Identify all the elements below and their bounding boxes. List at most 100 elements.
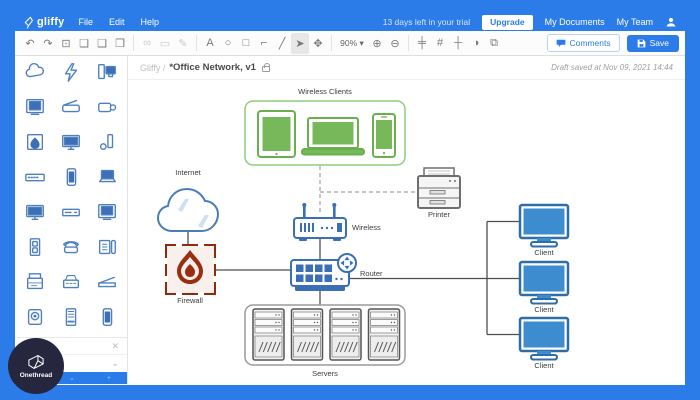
text-tool-button[interactable]: A [206,37,214,49]
node-wireless-clients[interactable]: Wireless Clients [244,87,406,166]
document-title[interactable]: *Office Network, v1 [169,62,256,73]
shape-firewall-icon[interactable] [17,130,53,154]
laptop-icon[interactable] [301,117,365,156]
node-client-1[interactable]: Client [518,203,570,257]
shape-camcorder-icon[interactable] [89,95,125,119]
rectangle-tool-button[interactable]: □ [242,37,250,49]
comments-label: Comments [569,38,611,48]
shape-desktop-computer-icon[interactable] [89,60,125,84]
my-team-link[interactable]: My Team [616,17,653,27]
ruler-button[interactable]: ╪ [418,37,426,49]
footer-dot[interactable]: ⌄ [68,375,75,382]
lock-icon [261,63,270,72]
connector-tool-button[interactable]: ⌐ [260,37,268,49]
router-label: Router [360,269,383,278]
duplicate-button[interactable]: ❏ [79,37,89,50]
toolbar-divider [331,35,332,51]
shape-rotary-phone-icon[interactable] [53,235,89,259]
ungroup-button[interactable]: ❒ [115,37,125,50]
undo-button[interactable]: ↶ [25,37,35,50]
server-tower-icon[interactable] [329,308,362,361]
shape-flatbed-scanner-icon[interactable] [89,270,125,294]
firewall-brick-notches [164,243,217,296]
theme-button[interactable]: ◑ [472,37,480,49]
drawing-canvas-area: Gliffy / *Office Network, v1 Draft saved… [128,56,685,384]
toolbar-divider [133,35,134,51]
zoom-out-button[interactable]: ⊖ [390,37,400,50]
shape-laptop-icon[interactable] [89,165,125,189]
connector-lines[interactable] [187,220,520,336]
snap-button[interactable]: ┼ [454,37,462,49]
close-icon[interactable]: ✕ [111,340,119,351]
client-branch-lines[interactable] [487,220,520,336]
select-tool-button[interactable]: ➤ [291,32,309,54]
network-diagram: Wireless Clients [156,87,570,378]
node-internet[interactable]: Internet [156,168,220,232]
shape-power-outlet-icon[interactable] [17,235,53,259]
comments-button[interactable]: Comments [546,34,620,52]
dashed-wireless-links[interactable] [319,166,418,213]
zoom-level-button[interactable]: 90% ▾ [340,37,364,48]
node-servers[interactable]: Servers [244,304,406,378]
redo-button[interactable]: ↷ [43,37,53,50]
upgrade-button[interactable]: Upgrade [482,14,533,30]
line-tool-button[interactable]: ╱ [278,37,286,50]
shape-computer-tower-icon[interactable] [53,305,89,329]
layers-button[interactable]: ⧉ [490,36,498,49]
snapshot-button[interactable]: ⊡ [61,37,71,50]
shape-crt-monitor-icon[interactable] [89,200,125,224]
shape-game-console-icon[interactable] [89,130,125,154]
shape-crt-monitor-icon[interactable] [17,95,53,119]
user-icon[interactable] [665,16,677,28]
shape-monitor-icon[interactable] [17,200,53,224]
shape-desk-phone-icon[interactable] [89,235,125,259]
node-client-2[interactable]: Client [518,260,570,314]
shape-scanner-icon[interactable] [53,95,89,119]
save-button[interactable]: Save [626,34,679,52]
shape-cloud-icon[interactable] [17,60,53,84]
node-firewall[interactable]: Firewall [164,243,217,305]
smartphone-icon[interactable] [372,113,396,158]
link-button: ∞ [143,37,151,49]
group-button[interactable]: ❑ [97,37,107,50]
onethread-watermark-text: Onethread [19,372,53,379]
my-documents-link[interactable]: My Documents [544,17,605,27]
menu-file[interactable]: File [78,17,93,27]
library-panel-more[interactable]: ⌄ [15,355,127,372]
server-tower-icon[interactable] [290,308,324,361]
wireless-clients-label: Wireless Clients [298,87,352,96]
footer-dot[interactable]: + [106,374,111,382]
pan-tool-button[interactable]: ✥ [313,37,323,50]
menu-edit[interactable]: Edit [109,17,125,27]
shape-smartphone-icon[interactable] [89,305,125,329]
shape-cash-register-icon[interactable] [53,270,89,294]
server-tower-icon[interactable] [367,308,401,361]
node-router[interactable]: Router [290,253,383,291]
shape-modem-icon[interactable] [53,200,89,224]
client-label: Client [534,248,554,257]
cloud-shine [198,215,209,228]
node-printer[interactable]: Printer [417,167,461,219]
chevron-down-icon[interactable]: ⌄ [111,358,119,368]
shape-monitor-icon[interactable] [53,130,89,154]
zoom-in-button[interactable]: ⊕ [372,37,382,50]
gliffy-logo[interactable]: gliffy [23,16,64,29]
internet-label: Internet [175,168,201,177]
breadcrumb[interactable]: Gliffy / [140,62,166,73]
diagram-canvas[interactable]: Wireless Clients [128,80,685,384]
server-tower-icon[interactable] [252,308,285,361]
toolbar-divider [408,35,409,51]
node-wireless[interactable]: Wireless [293,203,381,241]
ellipse-tool-button[interactable]: ○ [224,37,232,49]
menu-items: File Edit Help [78,17,159,27]
shape-lightning-bolt-icon[interactable] [53,60,89,84]
shape-network-switch-icon[interactable] [17,165,53,189]
shape-webcam-icon[interactable] [17,305,53,329]
document-header: Gliffy / *Office Network, v1 Draft saved… [128,56,685,80]
shape-smartphone-icon[interactable] [53,165,89,189]
menu-help[interactable]: Help [140,17,160,27]
grid-button[interactable]: # [436,37,444,49]
shape-printer-icon[interactable] [17,270,53,294]
tablet-icon[interactable] [257,110,296,158]
node-client-3[interactable]: Client [518,316,570,370]
